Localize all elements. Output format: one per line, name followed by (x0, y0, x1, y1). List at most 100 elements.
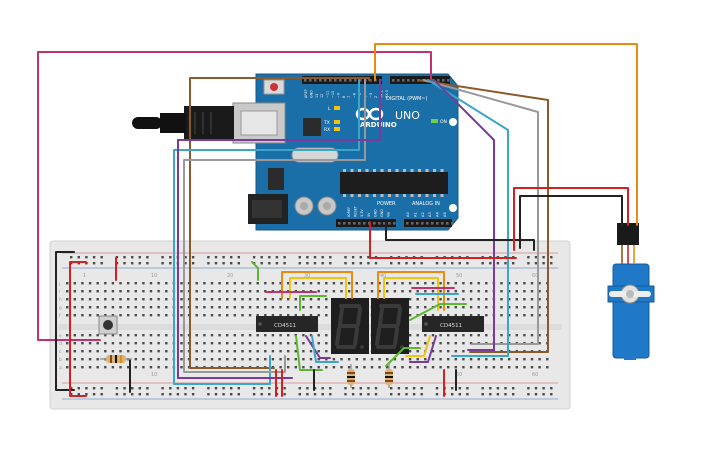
arduino-model-text: UNO (395, 109, 420, 122)
wire-red-rail-left (69, 261, 87, 397)
pin-label: IOREF (347, 207, 351, 217)
servo-connector[interactable] (617, 223, 639, 245)
led-rx (334, 127, 340, 131)
row-letter: h (59, 297, 62, 303)
led-l-label: L (328, 106, 331, 112)
resistor-display-left (347, 364, 355, 388)
breadboard-column-numbers: 1 10 20 30 40 50 60 10 50 60 (83, 273, 538, 378)
wire-black-rail-left (55, 251, 75, 391)
pin-label: 12 (320, 94, 324, 98)
wire-green-short (251, 261, 259, 281)
row-letter: d (59, 341, 62, 347)
col-number-1: 1 (83, 273, 86, 279)
pin-label: AREF (304, 89, 308, 98)
pin-label: 8 (342, 96, 346, 98)
cd4511-chip-left[interactable]: CD4511 (256, 316, 318, 332)
wire-cyan-chip-1 (311, 335, 339, 363)
wire-purple-left (177, 79, 381, 379)
row-letter: g (59, 306, 62, 311)
wire-purple-right (433, 79, 495, 351)
pin-label: A4 (436, 212, 440, 217)
wire-magenta (37, 51, 432, 341)
col-number-50-bottom: 50 (456, 372, 462, 378)
resistor-button (100, 355, 132, 363)
wire-cyan-left (173, 79, 360, 385)
col-number-50: 50 (456, 273, 462, 279)
col-number-60: 60 (532, 273, 538, 279)
pin-label: A1 (413, 212, 417, 217)
digital-pins-label: DIGITAL (PWM~) (386, 96, 428, 102)
pin-label: 2 (374, 96, 378, 98)
led-tx (334, 120, 340, 124)
wires (37, 43, 638, 397)
led-on-label: ON (440, 119, 447, 125)
wire-orange-chip-2 (377, 271, 445, 311)
wire-red-servo (513, 187, 629, 251)
seven-segment-display-left (331, 298, 369, 354)
wire-green-chip-4 (385, 347, 421, 367)
mount-hole (449, 204, 457, 212)
pin-label: GND (380, 209, 384, 217)
wire-orange-servo (374, 43, 638, 226)
row-letter: i (59, 289, 60, 295)
col-number-40: 40 (380, 273, 386, 279)
wire-yellow-chip-1 (289, 277, 347, 299)
power-header[interactable] (336, 219, 396, 227)
arduino-logo-text: ARDUINO (360, 121, 397, 129)
pin-label: RX 0 (385, 90, 389, 98)
arduino-uno-board[interactable]: ARDUINO UNO DIGITAL (PWM~) POWER ANALOG … (132, 73, 459, 231)
servo-motor[interactable] (607, 223, 655, 360)
wire-cyan-right (427, 79, 509, 357)
pin-label: TX 1 (380, 90, 384, 99)
pin-label: ~10 (331, 91, 335, 98)
col-number-60-bottom: 60 (532, 372, 538, 378)
power-pins-label: POWER (377, 201, 396, 207)
wire-black-servo (519, 195, 623, 249)
pin-label: ~11 (326, 91, 330, 98)
pin-label: A5 (443, 212, 447, 217)
row-letter: b (59, 357, 62, 363)
crystal-oscillator (291, 147, 339, 163)
col-number-20: 20 (227, 273, 233, 279)
digital-header-left[interactable] (302, 76, 382, 84)
chip-right-label: CD4511 (440, 323, 462, 329)
pin-label: ~3 (369, 93, 373, 98)
resistor-display-right (385, 364, 393, 388)
pin-label: ~9 (336, 93, 340, 98)
wire-gray-right (423, 79, 539, 345)
wire-yellow-chip-3 (405, 335, 431, 357)
pin-label: GND (373, 209, 377, 217)
cd4511-chip-right[interactable]: CD4511 (422, 316, 484, 332)
wire-red-5v (369, 221, 517, 259)
pin-label: 3.3V (360, 209, 364, 217)
col-number-30: 30 (304, 273, 310, 279)
led-rx-label: RX (324, 127, 330, 133)
pin-label: GND (309, 90, 313, 98)
pin-label: A2 (421, 212, 425, 217)
usb-cable (132, 106, 234, 140)
led-tx-label: TX (323, 120, 330, 126)
wire-orange-chip-1 (281, 271, 353, 299)
col-number-10: 10 (151, 273, 157, 279)
voltage-regulator (268, 168, 284, 190)
analog-pins-label: ANALOG IN (412, 201, 440, 207)
row-letter: e (59, 334, 62, 339)
led-l (334, 106, 340, 110)
pushbutton[interactable] (98, 315, 118, 335)
reset-button-cap[interactable] (270, 83, 278, 91)
pin-label: ~6 (353, 93, 357, 98)
pin-label: Vin (387, 212, 391, 217)
atmega-microcontroller (340, 172, 448, 194)
row-letter: c (59, 350, 62, 355)
wire-green-chip-2 (409, 303, 467, 321)
row-letter: f (59, 313, 61, 319)
wire-brown (189, 77, 370, 369)
pin-label: 5V (367, 212, 371, 217)
pin-label: 7 (347, 96, 351, 98)
pin-label: A3 (428, 212, 432, 217)
wire-purple-chip-1 (305, 335, 331, 359)
seven-segment-display-right (371, 298, 409, 354)
